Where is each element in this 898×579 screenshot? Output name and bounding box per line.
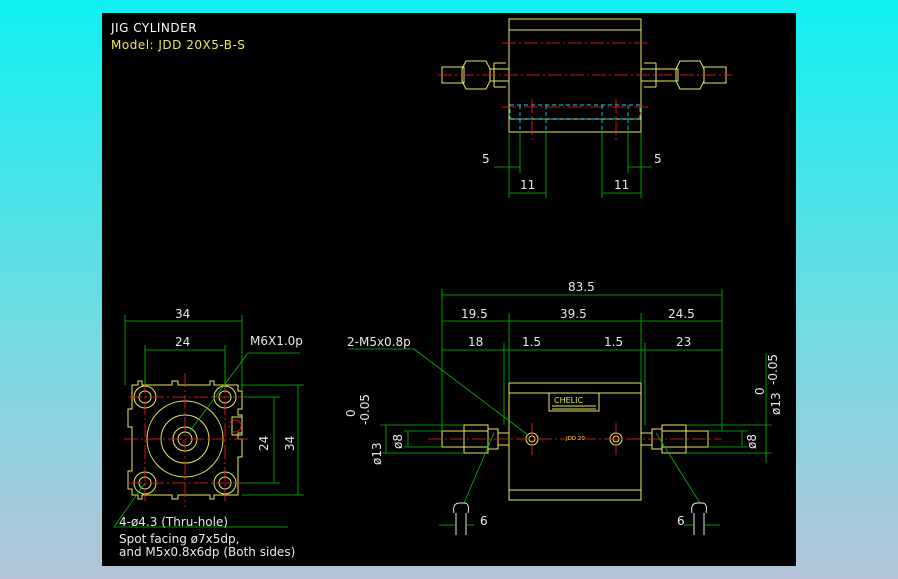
body-text: JDD 20 bbox=[565, 436, 585, 442]
tol-left-upper: 0 bbox=[344, 409, 358, 417]
tol-left-lower: -0.05 bbox=[358, 394, 372, 425]
dim-24-5: 24.5 bbox=[668, 307, 695, 321]
dim-6-left: 6 bbox=[480, 514, 488, 528]
dim-23: 23 bbox=[676, 335, 691, 349]
dim-1-5-b: 1.5 bbox=[604, 335, 623, 349]
left-nut bbox=[461, 60, 491, 90]
tol-right-upper: 0 bbox=[753, 387, 767, 395]
tol-right-lower: -0.05 bbox=[766, 354, 780, 385]
dim-83-5: 83.5 bbox=[568, 280, 595, 294]
top-body-outline bbox=[508, 18, 642, 133]
end-dim-24-side: 24 bbox=[257, 436, 271, 451]
dim-39-5: 39.5 bbox=[560, 307, 587, 321]
top-view: 5 5 11 11 bbox=[438, 18, 732, 198]
dim-6-right: 6 bbox=[677, 514, 685, 528]
end-view: 34 24 24 34 M6X1.0p 4-ø4.3 (Thru-hole) S… bbox=[113, 307, 304, 559]
thread-label: M6X1.0p bbox=[250, 334, 303, 348]
model-label: Model: JDD 20X5-B-S bbox=[111, 38, 245, 52]
holes-label: 4-ø4.3 (Thru-hole) bbox=[119, 515, 228, 529]
dia8-right: ø8 bbox=[745, 434, 759, 449]
top-dim-11-left: 11 bbox=[520, 178, 535, 192]
tol-left-dia: ø13 bbox=[370, 442, 384, 465]
end-dim-34-top: 34 bbox=[175, 307, 190, 321]
cad-viewport[interactable]: JIG CYLINDER Model: JDD 20X5-B-S bbox=[102, 13, 796, 566]
dim-1-5-a: 1.5 bbox=[522, 335, 541, 349]
dim-18: 18 bbox=[468, 335, 483, 349]
port-label: 2-M5x0.8p bbox=[347, 335, 411, 349]
dim-19-5: 19.5 bbox=[461, 307, 488, 321]
note-line-1: Spot facing ø7x5dp, bbox=[119, 532, 239, 546]
end-dim-34-side: 34 bbox=[283, 436, 297, 451]
side-view: CHELIC JDD 20 83.5 19.5 39.5 bbox=[344, 280, 783, 535]
tol-right-dia: ø13 bbox=[769, 392, 783, 415]
end-dim-24-top: 24 bbox=[175, 335, 190, 349]
note-line-2: and M5x0.8x6dp (Both sides) bbox=[119, 545, 295, 559]
end-profile-outline bbox=[127, 380, 243, 500]
right-nut bbox=[675, 60, 705, 90]
top-dim-5-left: 5 bbox=[482, 152, 490, 166]
top-dim-5-right: 5 bbox=[654, 152, 662, 166]
dia8-left: ø8 bbox=[391, 434, 405, 449]
drawing-title: JIG CYLINDER bbox=[110, 21, 197, 35]
drawing-svg: JIG CYLINDER Model: JDD 20X5-B-S bbox=[110, 18, 783, 559]
brand-plate: CHELIC bbox=[554, 396, 583, 405]
top-dim-11-right: 11 bbox=[614, 178, 629, 192]
